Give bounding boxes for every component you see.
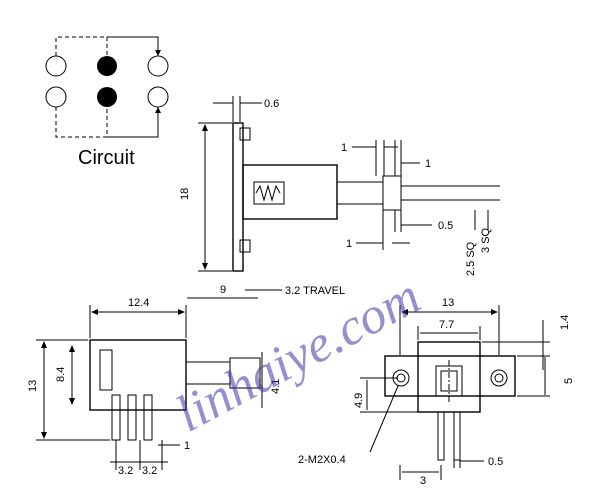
dim-half: 0.5 [438, 220, 453, 232]
dim-pin-gap: 1 [184, 440, 190, 452]
dim-nine: 9 [220, 284, 226, 296]
dim-pin-b: 3.2 [142, 465, 157, 477]
dim-front-side-5: 5 [563, 378, 575, 384]
dim-top-0-6: 0.6 [264, 98, 279, 110]
dim-front-pin-0-5: 0.5 [488, 456, 503, 468]
dim-plunger-4-1: 4.1 [270, 379, 282, 394]
front-view: 13 7.7 1.4 5 4.9 2-M2X0.4 3 0.5 [298, 297, 575, 487]
dim-pin-a: 3.2 [118, 465, 133, 477]
dim-inner-8-4: 8.4 [55, 367, 67, 382]
circuit-label: Circuit [78, 147, 135, 169]
dim-one-c: 1 [346, 238, 352, 250]
dim-front-screw: 2-M2X0.4 [298, 454, 346, 466]
dim-front-base-3: 3 [420, 475, 426, 487]
dim-one-b: 1 [425, 158, 431, 170]
circuit-diagram: Circuit [45, 36, 169, 169]
dim-front-width-13: 13 [442, 297, 454, 309]
dim-height-18: 18 [179, 188, 191, 200]
dim-front-height-4-9: 4.9 [353, 393, 365, 408]
dim-height-13: 13 [27, 380, 39, 392]
dim-width-12-4: 12.4 [128, 297, 149, 309]
dim-front-inner-7-7: 7.7 [439, 319, 454, 331]
side-view: 12.4 9 13 8.4 4.1 3.2 3.2 1 [27, 284, 282, 477]
dim-one-a: 1 [341, 142, 347, 154]
dim-front-top-1-4: 1.4 [559, 315, 571, 330]
dim-sq-b: 3 SQ [480, 227, 492, 253]
dim-travel: 3.2 TRAVEL [285, 285, 345, 297]
dim-sq-a: 2.5 SQ [465, 241, 477, 276]
top-view: 0.6 18 1 1 0.5 1 2.5 SQ 3 SQ [179, 96, 500, 297]
